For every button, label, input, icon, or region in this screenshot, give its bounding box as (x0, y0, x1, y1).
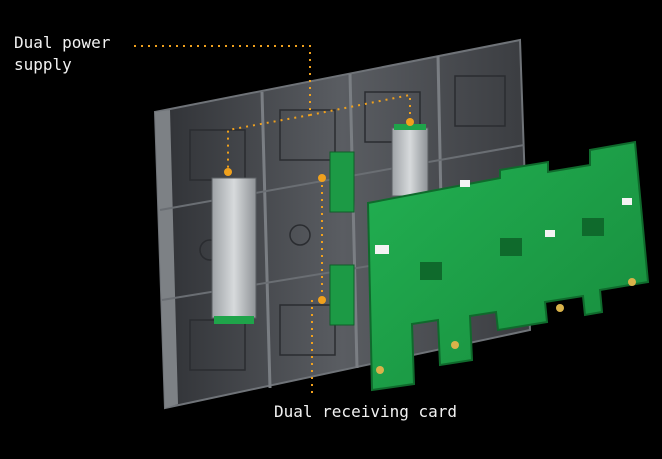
receiving-card-marker-upper (318, 174, 326, 182)
power-supply-label-line1: Dual power (14, 33, 111, 52)
receiving-card-leader (311, 178, 323, 398)
power-supply-left (211, 177, 257, 324)
power-supply-leader (134, 45, 411, 172)
power-supply-label-line2: supply (14, 55, 72, 74)
power-supply-label: Dual power supply (14, 32, 110, 76)
receiving-card-upper (329, 151, 355, 213)
hub-board (366, 140, 650, 392)
power-supply-right (391, 124, 429, 197)
power-supply-marker-left (224, 168, 232, 176)
receiving-card-lower (329, 264, 355, 326)
receiving-card-label: Dual receiving card (274, 402, 458, 421)
power-supply-marker-right (406, 118, 414, 126)
receiving-card-marker-lower (318, 296, 326, 304)
